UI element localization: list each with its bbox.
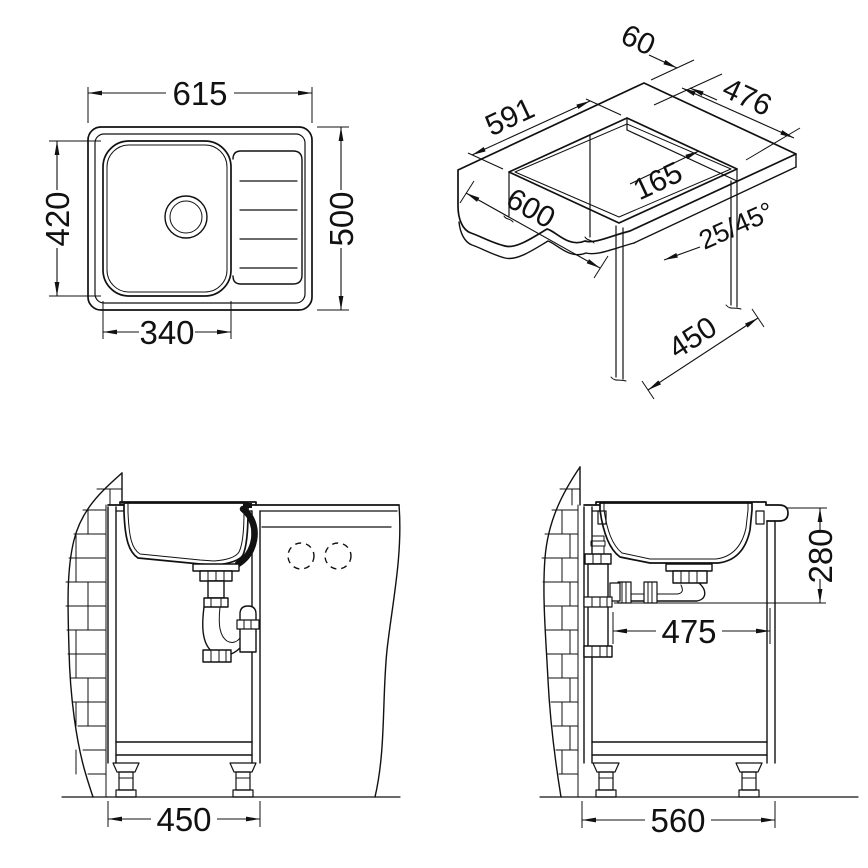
dim-label-475: 475 xyxy=(661,613,716,650)
sink-outline xyxy=(87,126,313,311)
dim-label-560: 560 xyxy=(650,802,705,839)
dim-drain-height-280: 280 xyxy=(614,507,839,604)
dim-cabinet-width-450: 450 xyxy=(107,801,261,838)
overflow-pipe xyxy=(234,505,258,568)
brick-wall-side xyxy=(541,466,581,798)
adjacent-panel xyxy=(261,504,401,798)
dim-label-chamfer: 25/45° xyxy=(694,196,778,255)
drain-hole-inner xyxy=(169,200,203,234)
dim-label-340: 340 xyxy=(139,314,194,351)
dim-height-500: 500 xyxy=(317,126,360,311)
rim-clamp-right xyxy=(755,510,765,525)
isometric-view: 591 60 476 165 600 xyxy=(457,18,801,400)
feet-side xyxy=(592,762,763,798)
cabinet-side-panels xyxy=(610,180,742,382)
rim-clamp-left xyxy=(597,510,607,525)
dim-cabinet-depth-450: 450 xyxy=(641,308,765,400)
rim-clamp xyxy=(243,503,252,508)
sink-rim xyxy=(94,133,306,304)
dim-label-420: 420 xyxy=(39,191,76,246)
front-section-view: 450 xyxy=(61,472,401,838)
dim-cabinet-depth-560: 560 xyxy=(581,801,776,839)
dim-label-476: 476 xyxy=(717,72,776,123)
drain-hole xyxy=(164,195,208,239)
dim-bowl-depth-420: 420 xyxy=(39,140,101,297)
dim-label-60: 60 xyxy=(616,18,660,62)
dim-label-615: 615 xyxy=(172,75,227,112)
dim-label-500: 500 xyxy=(323,191,360,246)
dim-trap-clearance-475: 475 xyxy=(612,608,771,650)
drainboard xyxy=(232,150,303,285)
p-trap xyxy=(192,563,260,663)
dim-label-450-iso: 450 xyxy=(663,311,723,366)
dim-bowl-width-340: 340 xyxy=(102,301,232,351)
dim-width-615: 615 xyxy=(87,75,313,123)
top-view: 615 500 420 340 xyxy=(39,75,360,351)
drain-and-bottle-trap xyxy=(583,535,713,658)
dim-label-280: 280 xyxy=(802,528,839,583)
sink-bowl xyxy=(102,140,232,297)
sink-bowl-inner xyxy=(106,144,228,293)
adjustable-feet xyxy=(112,762,257,798)
sink-bowl-side-section xyxy=(595,501,767,564)
brick-wall xyxy=(65,472,123,798)
pipe-knockout-right xyxy=(324,542,352,570)
worktop-edge xyxy=(765,504,789,522)
pipe-knockout-left xyxy=(287,542,315,570)
sink-bowl-section xyxy=(119,501,257,566)
side-section-view: 280 475 560 xyxy=(539,466,859,839)
dim-label-450: 450 xyxy=(156,801,211,838)
